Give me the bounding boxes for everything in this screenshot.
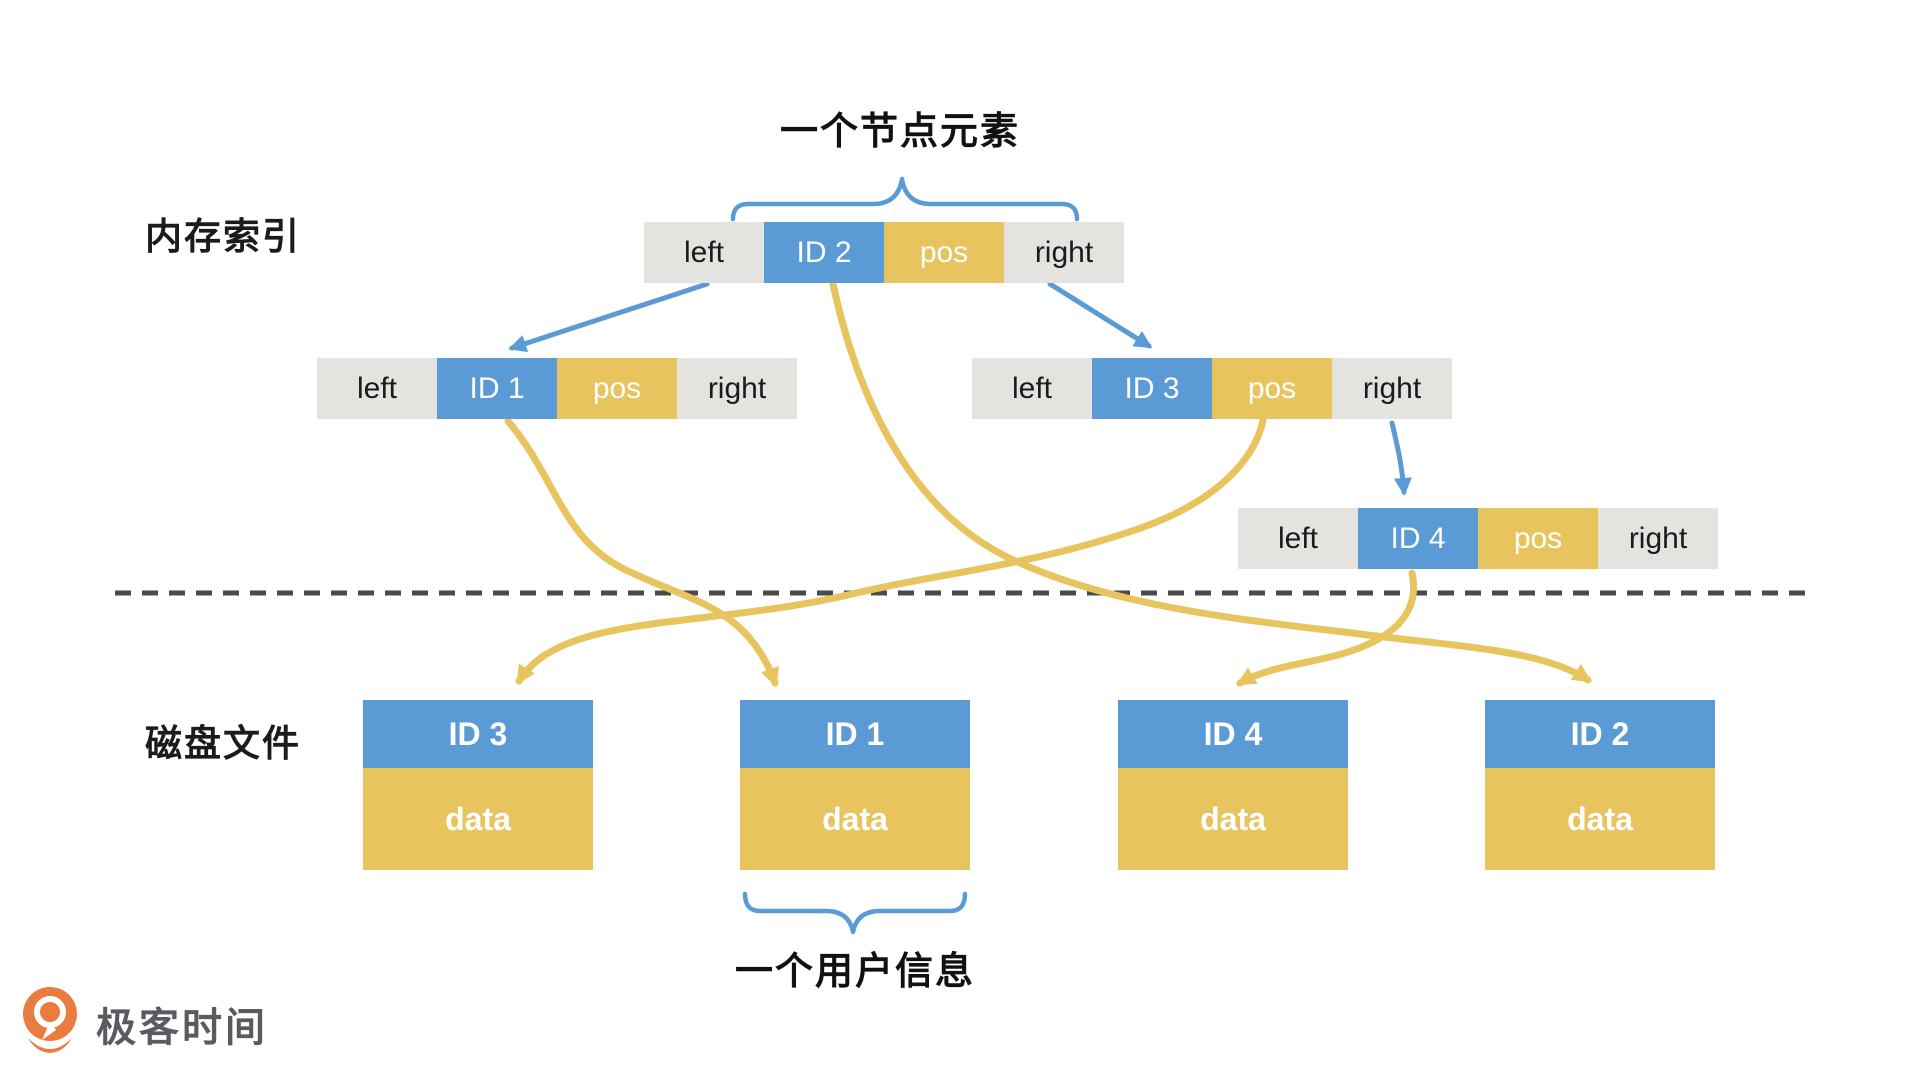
root-right-cell: right <box>1004 222 1124 283</box>
id1-left-cell: left <box>317 358 437 419</box>
id3-right-pointer-arrow <box>1389 420 1412 496</box>
disk-block-id4: ID 4 data <box>1118 700 1348 870</box>
disk-block-id2-data: data <box>1485 768 1715 870</box>
index-node-id3: left ID 3 pos right <box>972 358 1452 419</box>
id4-id-cell: ID 4 <box>1358 508 1478 569</box>
id4-left-cell: left <box>1238 508 1358 569</box>
node-element-annotation: 一个节点元素 <box>779 111 1020 153</box>
id3-pos-cell: pos <box>1212 358 1332 419</box>
index-node-id4: left ID 4 pos right <box>1238 508 1718 569</box>
disk-block-id4-id: ID 4 <box>1118 700 1348 768</box>
root-left-cell: left <box>644 222 764 283</box>
id4-pos-to-id4-block-arrow <box>1236 569 1417 687</box>
disk-block-id3-data: data <box>363 768 593 870</box>
root-right-pointer-arrow <box>1047 281 1153 349</box>
disk-block-id1: ID 1 data <box>740 700 970 870</box>
user-info-annotation: 一个用户信息 <box>734 951 975 993</box>
root-pos-cell: pos <box>884 222 1004 283</box>
root-pos-to-id2-block-arrow <box>829 280 1592 684</box>
geektime-logo-icon <box>23 987 77 1053</box>
disk-block-id2: ID 2 data <box>1485 700 1715 870</box>
id3-left-cell: left <box>972 358 1092 419</box>
disk-block-id1-id: ID 1 <box>740 700 970 768</box>
index-node-id1: left ID 1 pos right <box>317 358 797 419</box>
disk-block-id3: ID 3 data <box>363 700 593 870</box>
disk-block-id4-data: data <box>1118 768 1348 870</box>
root-id-cell: ID 2 <box>764 222 884 283</box>
user-info-brace <box>742 891 968 935</box>
id1-right-cell: right <box>677 358 797 419</box>
root-left-pointer-arrow <box>508 281 710 353</box>
disk-block-id1-data: data <box>740 768 970 870</box>
memory-index-label: 内存索引 <box>145 216 301 257</box>
id4-right-cell: right <box>1598 508 1718 569</box>
disk-file-label: 磁盘文件 <box>145 723 301 764</box>
id3-right-cell: right <box>1332 358 1452 419</box>
id1-pos-cell: pos <box>557 358 677 419</box>
id1-id-cell: ID 1 <box>437 358 557 419</box>
geektime-logo: 极客时间 <box>20 984 360 1064</box>
id3-id-cell: ID 3 <box>1092 358 1212 419</box>
node-element-brace <box>730 176 1080 222</box>
disk-block-id2-id: ID 2 <box>1485 700 1715 768</box>
geektime-logo-text: 极客时间 <box>96 1006 268 1050</box>
id4-pos-cell: pos <box>1478 508 1598 569</box>
id3-pos-to-id3-block-arrow <box>515 417 1267 685</box>
index-node-root: left ID 2 pos right <box>644 222 1124 283</box>
id1-pos-to-id1-block-arrow <box>504 417 779 687</box>
disk-block-id3-id: ID 3 <box>363 700 593 768</box>
